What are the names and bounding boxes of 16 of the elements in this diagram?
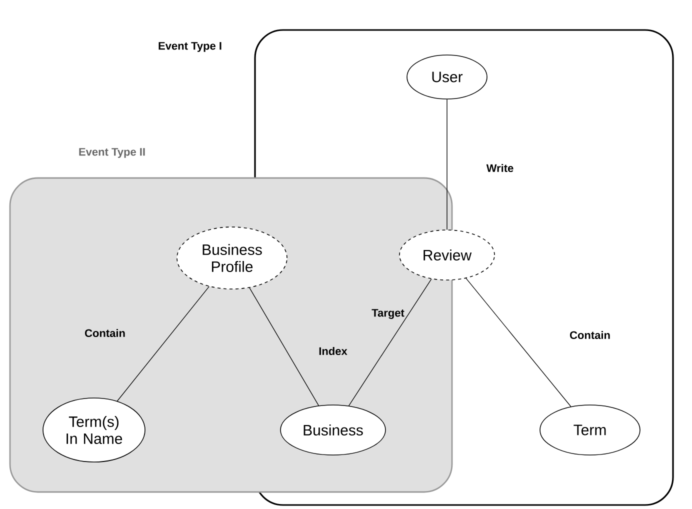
ellipse-node: User — [406, 54, 488, 100]
region-heading: Event Type I — [158, 42, 222, 52]
edge-label: Write — [486, 164, 514, 172]
ellipse-node: Term(s) In Name — [42, 398, 146, 462]
connector-line — [446, 99, 448, 230]
connector-line — [116, 286, 210, 402]
ellipse-node: Term — [540, 404, 640, 456]
edge-label: Target — [372, 309, 404, 319]
region-heading: Event Type II — [79, 148, 145, 158]
ellipse-node: Business — [280, 404, 386, 456]
connector-line — [348, 278, 432, 406]
edge-label: Index — [319, 346, 348, 356]
connector-line — [249, 287, 319, 406]
connector-line — [466, 278, 572, 407]
edge-label: Contain — [570, 330, 610, 340]
edge-label: Contain — [85, 328, 125, 338]
